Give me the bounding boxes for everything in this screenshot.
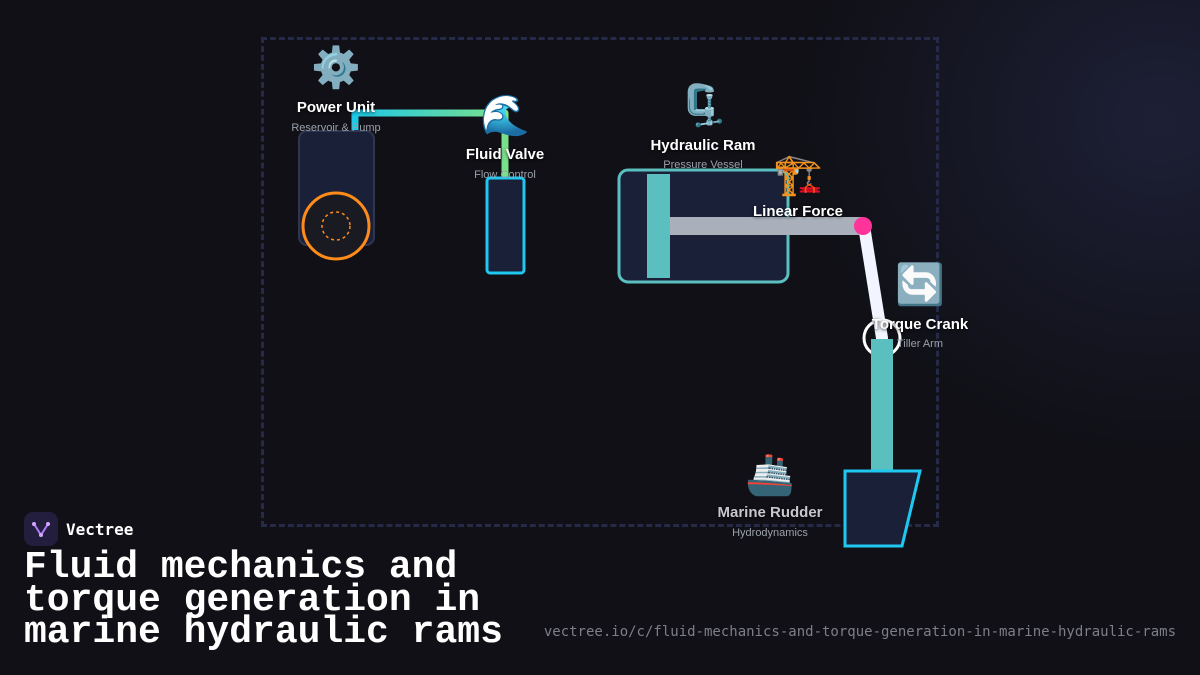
fluid-pipe	[351, 109, 509, 178]
power-unit-sublabel: Reservoir & Pump	[291, 122, 381, 134]
marine-rudder-label: Marine Rudder	[717, 504, 823, 521]
pump-ring	[301, 191, 371, 261]
torque-crank-sublabel: Tiller Arm	[896, 338, 944, 350]
source-url[interactable]: vectree.io/c/fluid-mechanics-and-torque-…	[543, 624, 1176, 640]
fluid-valve-label: Fluid Valve	[465, 146, 545, 163]
rotate-icon: 🔄	[895, 262, 945, 308]
brand: Vectree	[24, 512, 133, 546]
clamp-icon: 🗜️	[678, 83, 728, 129]
gear-icon: ⚙️	[311, 45, 361, 91]
valve-body	[485, 176, 526, 275]
torque-crank-label: Torque Crank	[871, 316, 969, 333]
hydraulic-ram-label: Hydraulic Ram	[650, 137, 756, 154]
rudder-shaft	[871, 339, 893, 472]
ram-piston	[647, 174, 670, 278]
fluid-valve-sublabel: Flow Control	[474, 169, 536, 181]
marine-rudder-sublabel: Hydrodynamics	[732, 527, 808, 539]
pump-rotor	[321, 211, 351, 241]
power-unit-label: Power Unit	[296, 99, 376, 116]
vectree-logo-icon	[24, 512, 58, 546]
hydraulic-ram-sublabel: Pressure Vessel	[663, 159, 743, 171]
brand-name: Vectree	[66, 519, 134, 539]
ship-icon: 🚢	[745, 452, 795, 498]
ram-joint	[854, 217, 872, 235]
crane-icon: 🏗️	[773, 152, 823, 198]
wave-icon: 🌊	[480, 93, 530, 139]
page-title: Fluid mechanics and torque generation in…	[24, 546, 503, 654]
piston-rod	[670, 217, 863, 235]
rudder-blade	[843, 469, 922, 548]
diagram-frame	[261, 37, 939, 527]
linear-force-label: Linear Force	[752, 203, 844, 220]
